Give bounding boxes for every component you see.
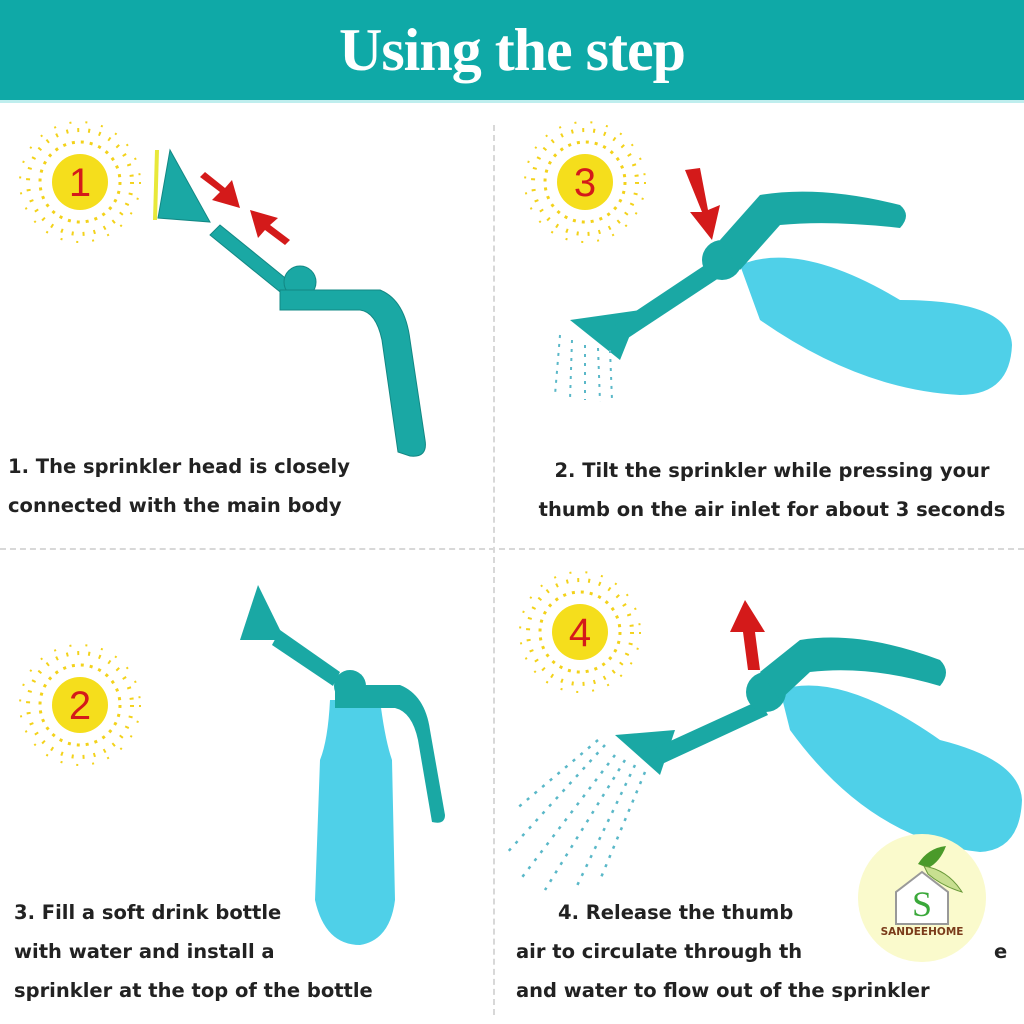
brand-logo: S SANDEEHOME bbox=[858, 834, 986, 962]
arrows-inward bbox=[200, 172, 290, 245]
horizontal-divider bbox=[0, 548, 1024, 550]
caption-line: connected with the main body bbox=[8, 494, 342, 517]
caption-line: 4. Release the thumb bbox=[558, 901, 794, 924]
step-1-caption: 1. The sprinkler head is closely connect… bbox=[8, 447, 350, 525]
badge-1: 1 bbox=[69, 161, 91, 205]
sprinkler-spraying bbox=[504, 600, 1022, 891]
caption-fragment: air to circulate through th bbox=[516, 940, 803, 963]
sprinkler-on-bottle bbox=[240, 585, 445, 945]
caption-line: 1. The sprinkler head is closely bbox=[8, 455, 350, 478]
caption-line: with water and install a bbox=[14, 940, 275, 963]
title-banner: Using the step bbox=[0, 0, 1024, 103]
caption-line: thumb on the air inlet for about 3 secon… bbox=[538, 498, 1006, 521]
arrow-down bbox=[685, 168, 720, 240]
badge-3: 3 bbox=[574, 161, 596, 205]
badge-2: 2 bbox=[69, 684, 91, 728]
sprinkler-disassembled bbox=[153, 148, 426, 457]
sprinkler-tilted-with-bottle bbox=[554, 168, 1012, 403]
caption-line: 2. Tilt the sprinkler while pressing you… bbox=[554, 459, 990, 482]
caption-line: and water to flow out of the sprinkler bbox=[516, 979, 930, 1002]
caption-line: 3. Fill a soft drink bottle bbox=[14, 901, 282, 924]
step-4-caption: 4. Release the thumb air to circulate th… bbox=[516, 893, 1007, 1010]
arrow-up bbox=[730, 600, 765, 670]
svg-text:S: S bbox=[912, 884, 932, 924]
caption-line: air to circulate through th e bbox=[516, 932, 1007, 971]
house-bird-logo-icon: S bbox=[895, 846, 964, 925]
step-3-caption: 3. Fill a soft drink bottle with water a… bbox=[14, 893, 373, 1010]
brand-name: SANDEEHOME bbox=[880, 926, 964, 938]
badge-4: 4 bbox=[569, 611, 591, 655]
vertical-divider bbox=[493, 125, 495, 1015]
step-2-caption: 2. Tilt the sprinkler while pressing you… bbox=[522, 451, 1022, 529]
page-title: Using the step bbox=[338, 16, 686, 83]
caption-fragment: e bbox=[994, 940, 1008, 963]
caption-line: sprinkler at the top of the bottle bbox=[14, 979, 373, 1002]
